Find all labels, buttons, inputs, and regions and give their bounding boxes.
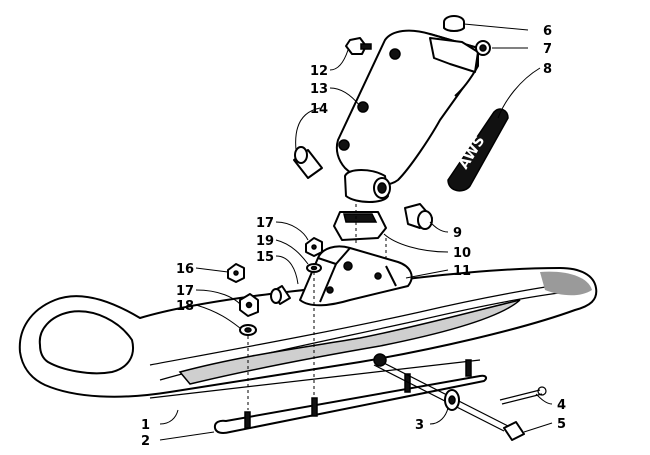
aws-decal: AWS [447,108,509,192]
callout-2: 2 [141,434,150,449]
cap-part-6 [443,15,465,32]
callout-17-upper: 17 [256,216,274,231]
wear-bar [213,359,488,434]
callout-10: 10 [453,246,471,261]
washer-part-19 [306,263,322,273]
callout-11: 11 [453,264,471,279]
nut-part-17-lower [239,293,259,317]
leader-lines [159,23,553,441]
callout-5: 5 [557,417,566,432]
bushing-part-9 [404,203,433,230]
spindle-housing [335,29,479,203]
nut-part-16 [227,263,245,283]
callout-4: 4 [557,398,566,413]
washer-part-3 [444,389,460,411]
callout-15: 15 [256,250,274,265]
bushing-part-14 [293,146,323,179]
spacer-part-15 [270,285,291,305]
callout-18: 18 [176,299,194,314]
assembly-lines [247,204,387,410]
ski-body [18,267,598,399]
callout-13: 13 [310,82,328,97]
callout-8: 8 [543,62,552,77]
callout-3: 3 [415,418,424,433]
washer-part-18 [239,324,257,336]
callout-12: 12 [310,64,328,79]
callout-14: 14 [310,102,328,117]
callout-1: 1 [141,418,150,433]
callout-7: 7 [543,42,552,57]
callout-17-lower: 17 [176,284,194,299]
callout-labels: 1 2 3 4 5 6 7 8 9 10 11 12 13 14 15 16 1… [141,24,566,449]
nut-part-17-upper [305,237,323,257]
fitting-part-12 [345,37,372,55]
bumper-part-10 [333,211,387,241]
nut-part-7 [475,40,491,56]
callout-6: 6 [543,24,552,39]
saddle-part-11 [299,245,413,307]
bolt-part-5 [373,353,525,441]
callout-9: 9 [453,226,462,241]
callout-19: 19 [256,234,274,249]
callout-16: 16 [176,262,194,277]
cotter-pin-part-4 [499,386,547,405]
